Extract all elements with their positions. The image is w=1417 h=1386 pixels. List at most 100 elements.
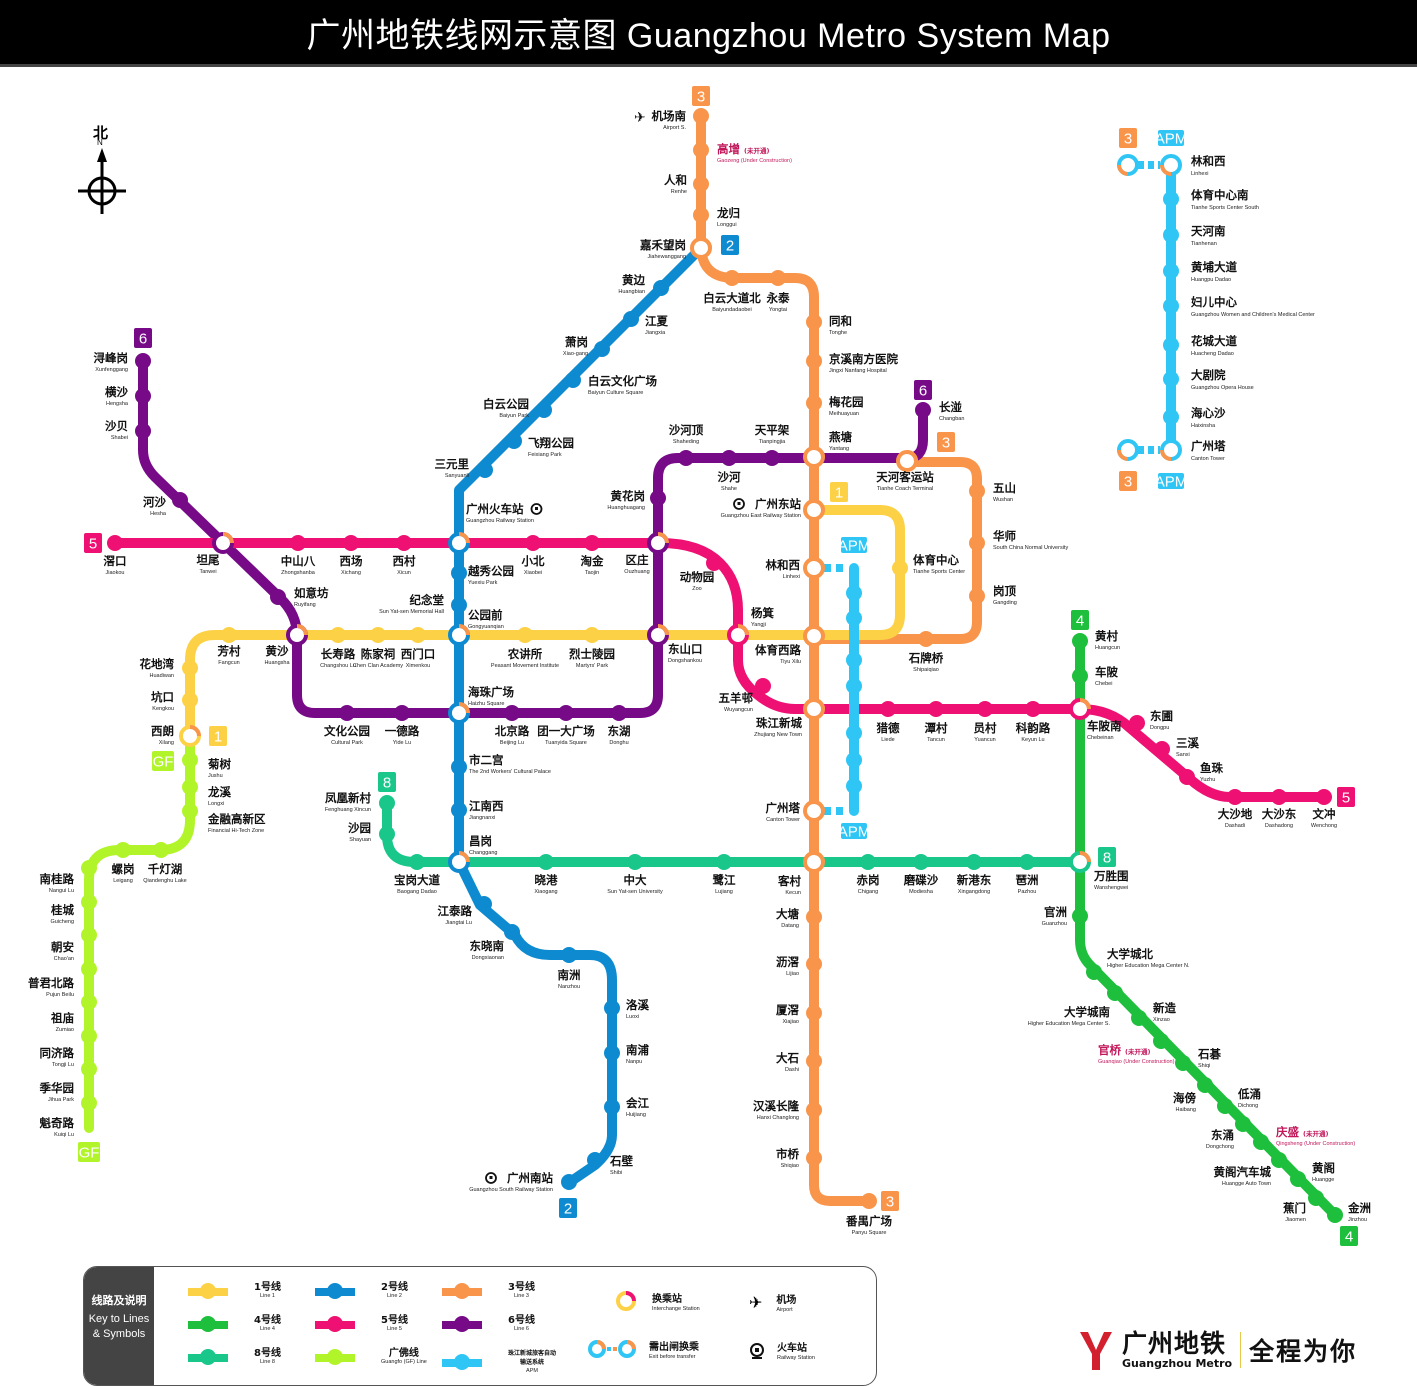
station[interactable]	[846, 610, 862, 626]
station[interactable]	[846, 752, 862, 768]
station[interactable]	[846, 585, 862, 601]
station[interactable]	[846, 778, 862, 794]
